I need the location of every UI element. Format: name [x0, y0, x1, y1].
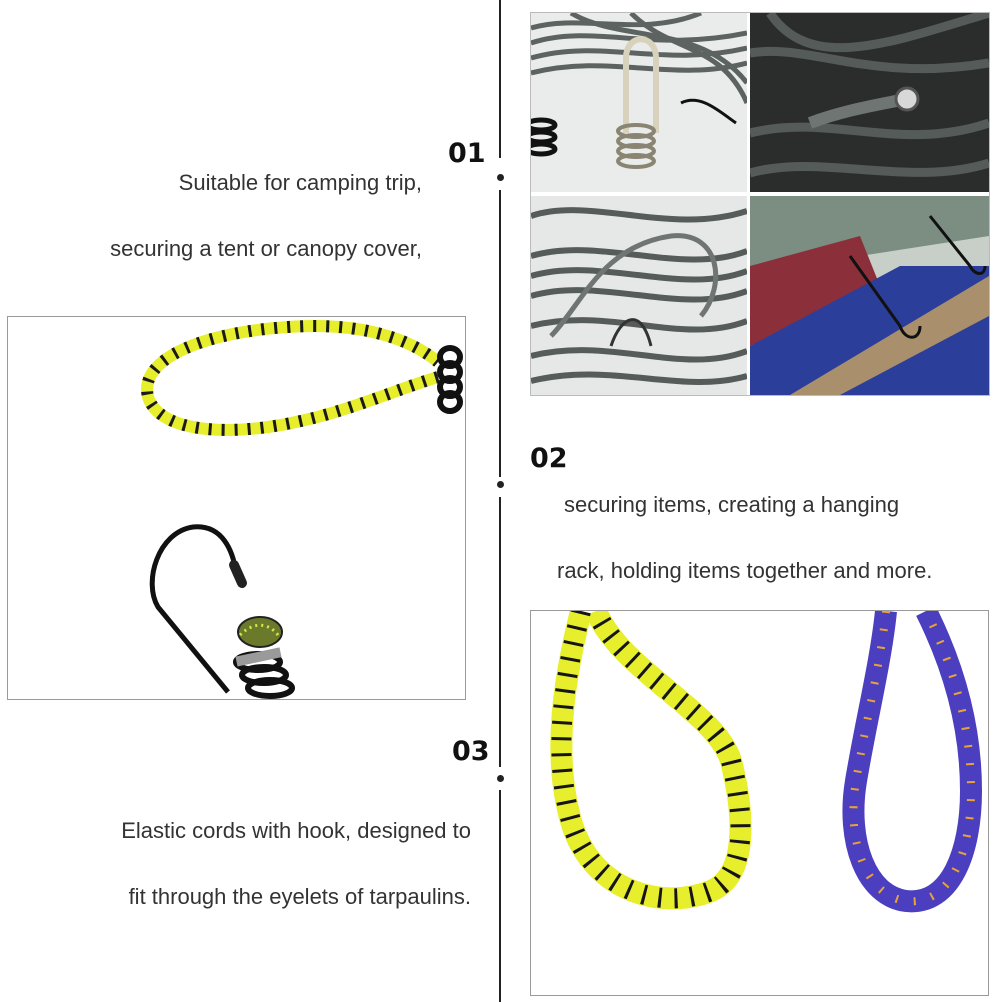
section-02-line-2: rack, holding items together and more.	[557, 558, 933, 583]
section-number-02: 02	[530, 443, 568, 474]
photo-coiled-cord-hook	[531, 13, 747, 192]
divider-dot-02	[497, 481, 504, 488]
photo-cord-pile	[531, 196, 747, 395]
photo-grid	[530, 12, 990, 396]
product-image-yellow-loop-hook	[7, 316, 466, 700]
product-image-yellow-blue-loops	[530, 610, 989, 996]
section-02-line-1: securing items, creating a hanging	[564, 492, 900, 517]
section-03-line-1: Elastic cords with hook, designed to	[121, 818, 471, 843]
divider-dot-01	[497, 174, 504, 181]
section-01-line-1: Suitable for camping trip,	[178, 170, 422, 195]
divider-line-bottom	[499, 790, 501, 1002]
divider-line-mid2	[499, 497, 501, 767]
divider-dot-03	[497, 775, 504, 782]
section-number-01: 01	[448, 138, 486, 169]
section-01-line-2: securing a tent or canopy cover,	[110, 236, 422, 261]
divider-line-top	[499, 0, 501, 158]
photo-tent-tarp-hook	[750, 196, 989, 395]
photo-cord-end-closeup	[750, 13, 989, 192]
section-03-line-2: fit through the eyelets of tarpaulins.	[128, 884, 471, 909]
section-number-03: 03	[452, 736, 490, 767]
divider-line-mid1	[499, 190, 501, 477]
